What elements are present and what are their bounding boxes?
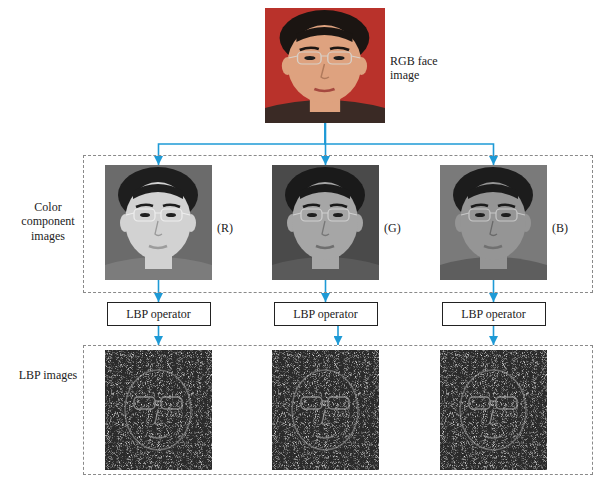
lbp-texture-image [440, 350, 547, 470]
green-component-photo [272, 165, 379, 280]
component-image: (G) [272, 165, 379, 280]
group-label: LBP images [17, 368, 79, 382]
image-label: (G) [384, 221, 446, 235]
red-component-photo [105, 165, 212, 280]
box-label: LBP operator [126, 307, 191, 321]
box-label: LBP operator [461, 307, 526, 321]
color-component-region: Color component images(R)(G)(B) [83, 155, 593, 293]
lbp-operator-box: LBP operator [107, 302, 211, 326]
flow-arrow [159, 123, 326, 165]
image-label: RGB face image [390, 54, 452, 83]
lbp-operator-box: LBP operator [442, 302, 546, 326]
flow-arrow [325, 280, 327, 302]
lbp-images-region: LBP images [83, 345, 593, 475]
lbp-texture-image [105, 350, 212, 470]
blue-component-photo [440, 165, 547, 280]
flow-arrow [493, 326, 495, 345]
image-label: (B) [552, 221, 595, 235]
flow-arrow [493, 280, 495, 302]
lbp-texture-image [272, 350, 379, 470]
flow-arrow [158, 280, 160, 302]
group-label: Color component images [17, 200, 79, 243]
image-label: (R) [217, 221, 279, 235]
flow-arrow [325, 123, 494, 165]
component-image: (B) [440, 165, 547, 280]
box-label: LBP operator [293, 307, 358, 321]
rgb-face-photo [265, 8, 385, 123]
flow-arrow [337, 326, 339, 345]
flow-arrow [158, 326, 160, 345]
face-image: RGB face image [265, 8, 385, 123]
lbp-operator-box: LBP operator [274, 302, 378, 326]
component-image: (R) [105, 165, 212, 280]
